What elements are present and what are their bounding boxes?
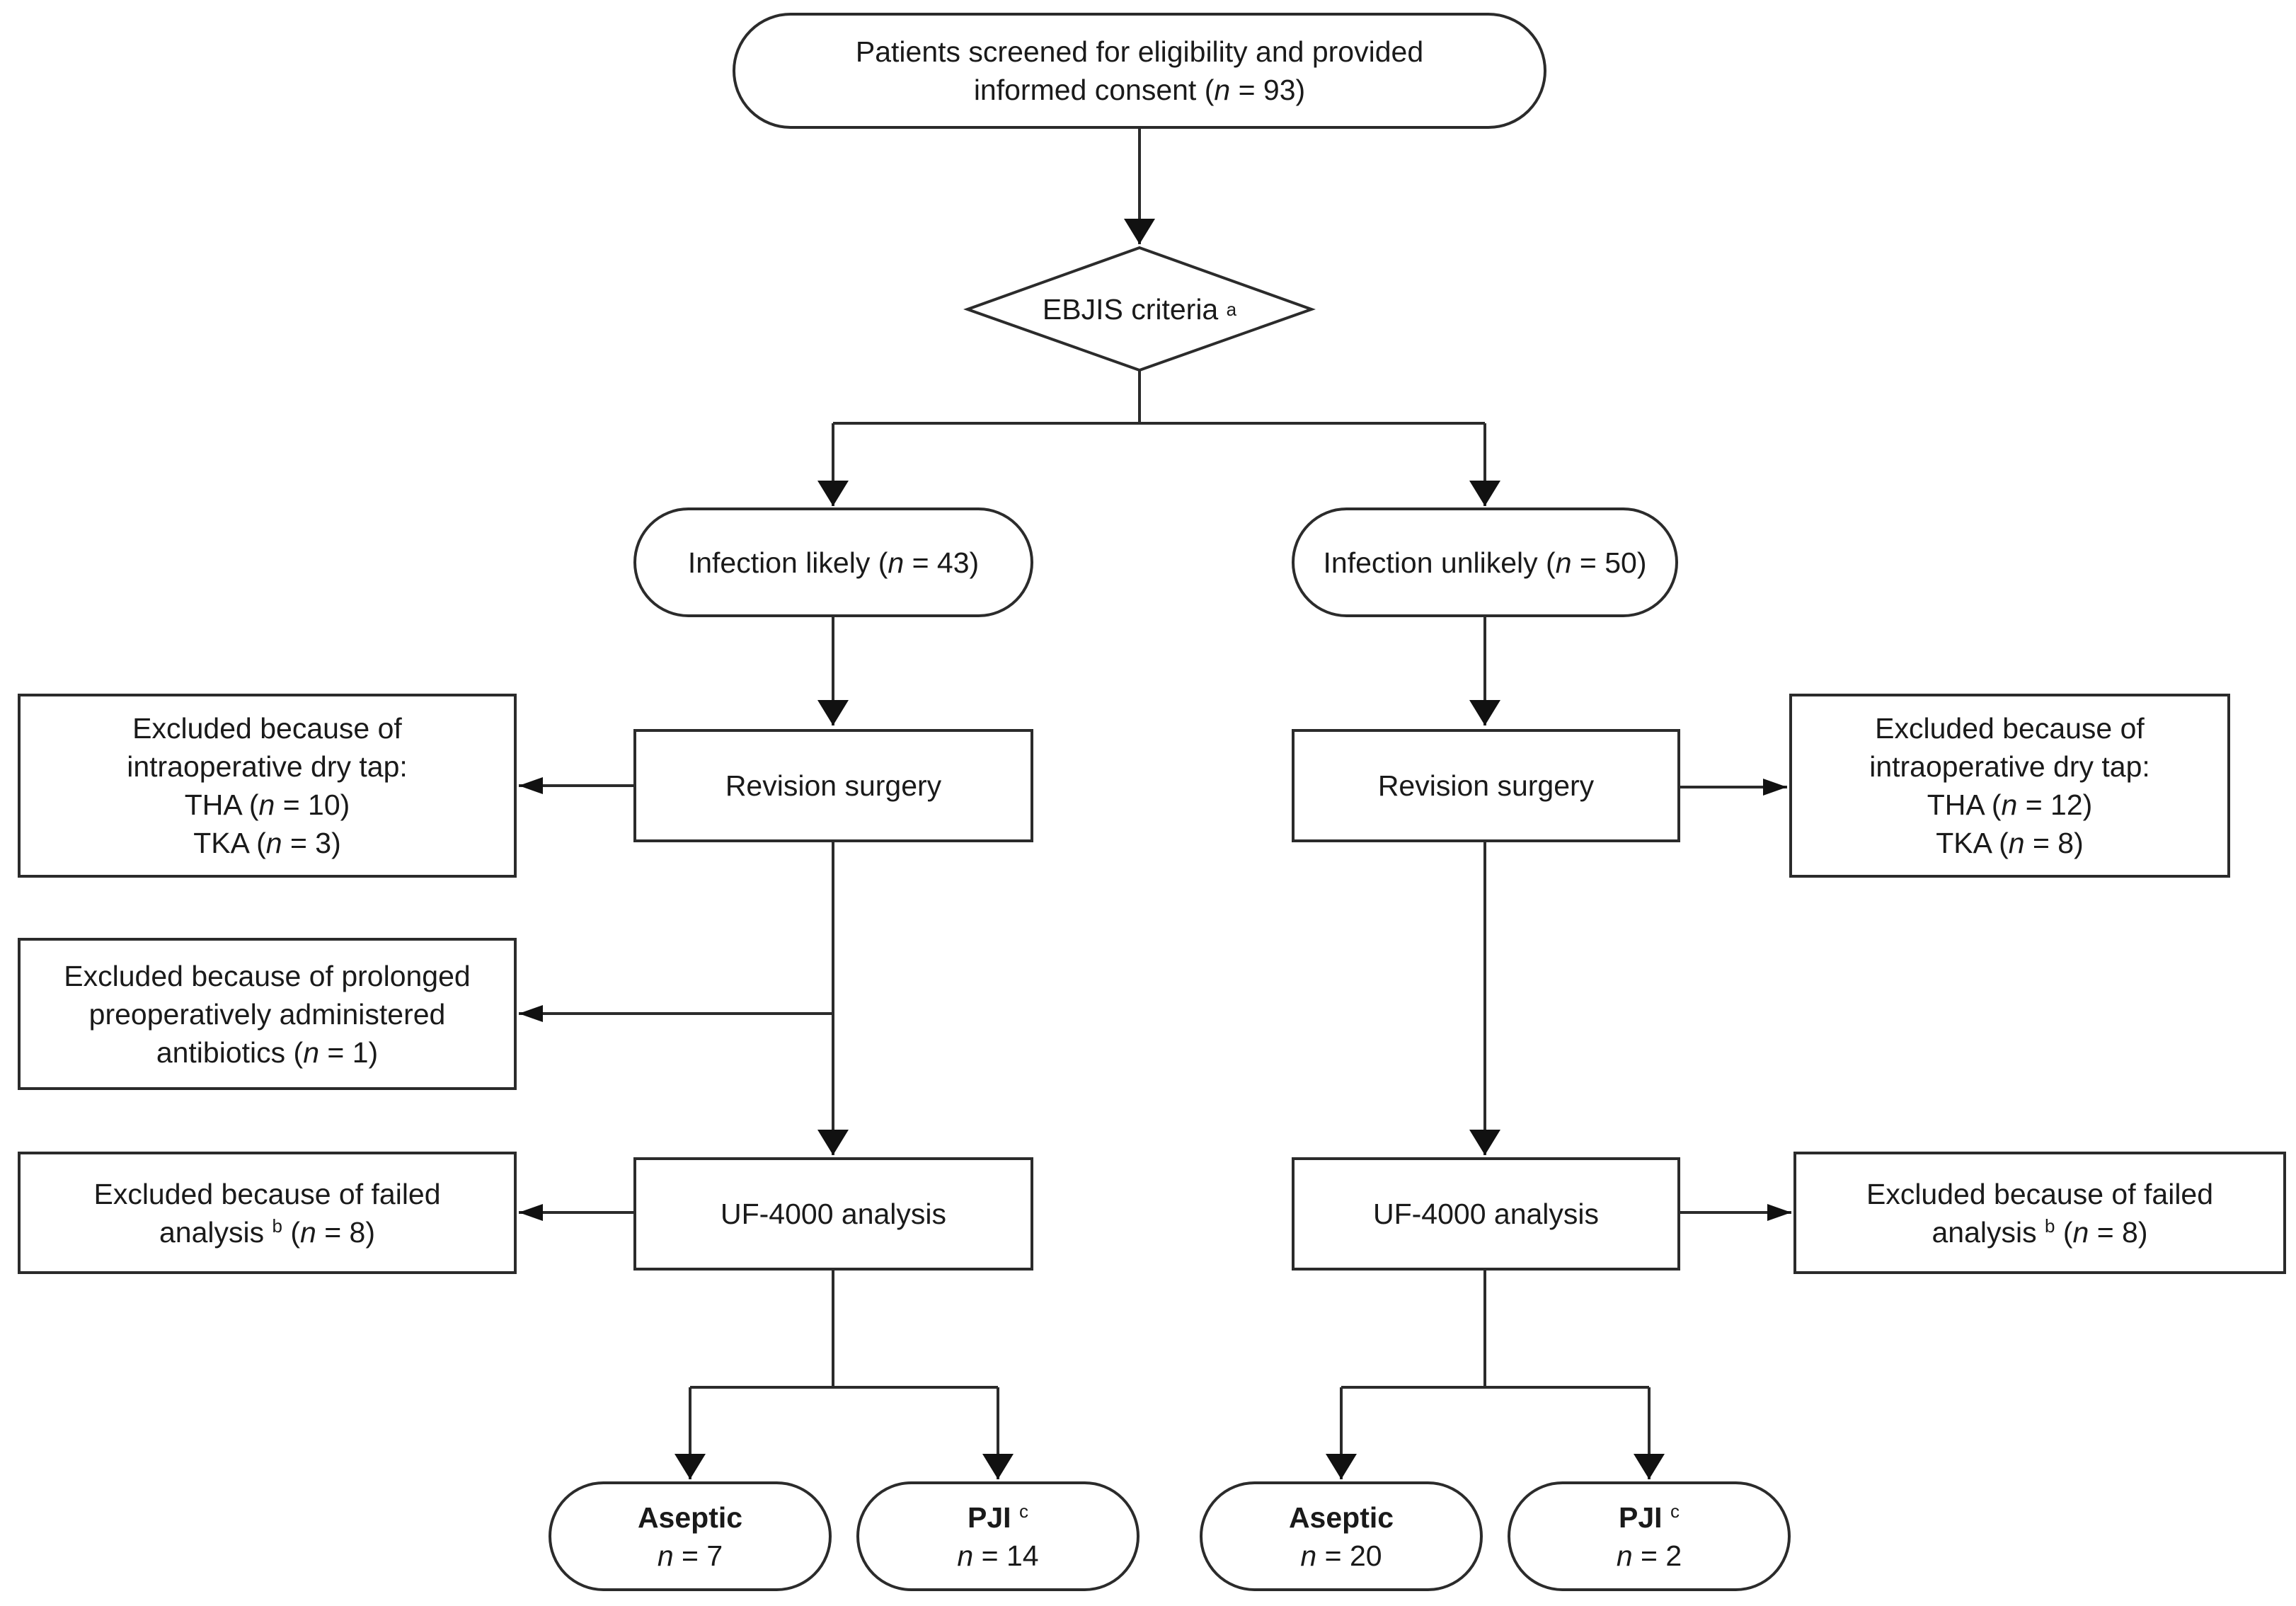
excluded-dry-tap-right: Excluded because of intraoperative dry t… — [1789, 694, 2230, 878]
revision-surgery-right: Revision surgery — [1292, 729, 1680, 842]
pji-right-node: PJI c n = 2 — [1508, 1481, 1791, 1591]
excluded-failed-right: Excluded because of failed analysis b (n… — [1793, 1152, 2286, 1274]
excluded-dry-tap-left: Excluded because of intraoperative dry t… — [18, 694, 517, 878]
excluded-antibiotics: Excluded because of prolonged preoperati… — [18, 938, 517, 1090]
infection-unlikely-node: Infection unlikely (n = 50) — [1292, 507, 1678, 617]
aseptic-right-node: Aseptic n = 20 — [1200, 1481, 1483, 1591]
connector-uf-left-split — [690, 1271, 998, 1389]
infection-likely-node: Infection likely (n = 43) — [633, 507, 1033, 617]
criteria-diamond — [963, 246, 1316, 372]
connector-uf-right-split — [1341, 1271, 1649, 1389]
footnote-c-right: c — [1670, 1500, 1680, 1522]
footnote-b-left: b — [272, 1215, 282, 1237]
screened-line1: Patients screened for eligibility and pr… — [855, 35, 1424, 68]
aseptic-left-node: Aseptic n = 7 — [549, 1481, 832, 1591]
uf4000-analysis-left: UF-4000 analysis — [633, 1157, 1033, 1271]
footnote-b-right: b — [2045, 1215, 2055, 1237]
excluded-failed-left: Excluded because of failed analysis b (n… — [18, 1152, 517, 1274]
criteria-label: EBJIS criteria a — [1042, 292, 1237, 326]
footnote-c-left: c — [1018, 1500, 1028, 1522]
screened-line2: informed consent (n = 93) — [973, 74, 1306, 106]
connector-criteria-split — [833, 370, 1485, 425]
pji-left-node: PJI c n = 14 — [856, 1481, 1140, 1591]
uf4000-analysis-right: UF-4000 analysis — [1292, 1157, 1680, 1271]
screened-node: Patients screened for eligibility and pr… — [733, 13, 1546, 129]
revision-surgery-left: Revision surgery — [633, 729, 1033, 842]
